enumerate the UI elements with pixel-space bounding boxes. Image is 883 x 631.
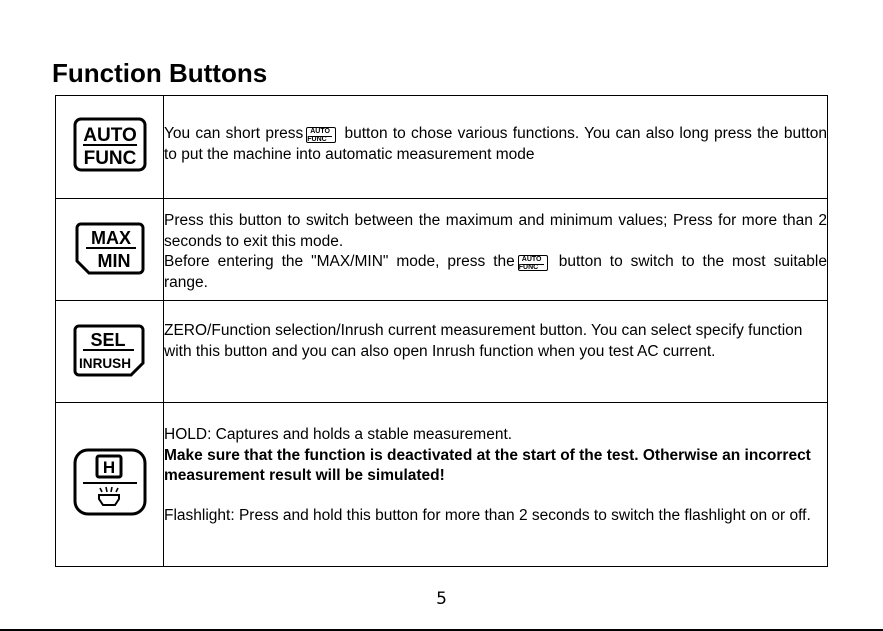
max-min-description-1: Press this button to switch between the …	[164, 212, 827, 250]
description-cell: Press this button to switch between the …	[163, 198, 828, 301]
max-min-description-2: Before entering the "MAX/MIN" mode, pres…	[164, 253, 827, 291]
svg-text:AUTO: AUTO	[83, 125, 136, 146]
page-title: Function Buttons	[52, 58, 268, 88]
icon-cell: H	[55, 402, 164, 567]
icon-cell: MAX MIN	[55, 198, 164, 301]
svg-text:FUNC: FUNC	[83, 148, 136, 169]
table-row: MAX MIN Press this button to switch betw…	[55, 198, 828, 301]
description-cell: HOLD: Captures and holds a stable measur…	[163, 402, 828, 567]
page-number: 5	[436, 589, 447, 609]
svg-text:MAX: MAX	[91, 228, 131, 248]
bottom-divider	[0, 629, 883, 631]
table-row: H HOLD: Captures and holds a stable meas…	[55, 402, 828, 567]
icon-cell: SEL INRUSH	[55, 300, 164, 403]
auto-func-button-icon: AUTO FUNC	[73, 117, 146, 172]
svg-text:H: H	[102, 458, 114, 477]
svg-text:INRUSH: INRUSH	[79, 355, 131, 371]
flashlight-description: Flashlight: Press and hold this button f…	[164, 506, 811, 524]
max-min-button-icon: MAX MIN	[75, 222, 144, 275]
hold-warning: Make sure that the function is deactivat…	[164, 446, 811, 485]
hold-description: HOLD: Captures and holds a stable measur…	[164, 426, 513, 443]
icon-cell: AUTO FUNC	[55, 95, 164, 199]
hold-flashlight-button-icon: H	[73, 448, 146, 516]
table-row: SEL INRUSH ZERO/Function selection/Inrus…	[55, 300, 828, 403]
sel-inrush-button-icon: SEL INRUSH	[73, 324, 144, 377]
svg-text:MIN: MIN	[97, 251, 130, 271]
sel-inrush-description: ZERO/Function selection/Inrush current m…	[164, 322, 803, 360]
flashlight-icon	[97, 486, 120, 506]
description-cell: ZERO/Function selection/Inrush current m…	[163, 300, 828, 403]
svg-text:SEL: SEL	[90, 330, 125, 350]
